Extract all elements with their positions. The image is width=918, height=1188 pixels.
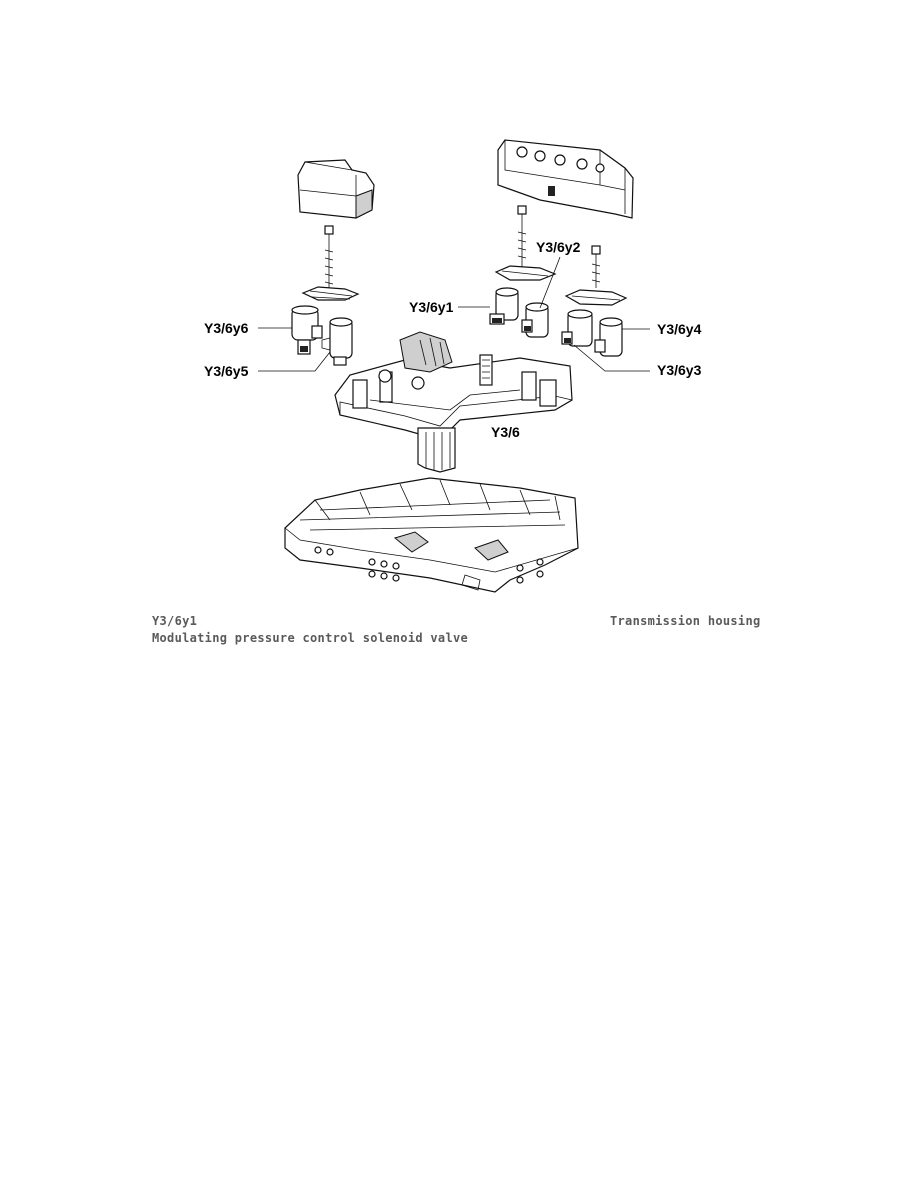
middle-bolt — [517, 205, 527, 268]
right-retaining-clip — [564, 289, 628, 306]
callout-y3: Y3/6y3 — [657, 362, 702, 378]
leader-y2 — [539, 256, 561, 309]
leader-y3 — [573, 344, 650, 372]
left-retaining-clip — [301, 286, 360, 301]
leader-y5 — [258, 351, 331, 372]
solenoid-y1-part — [489, 287, 519, 325]
component-location: Transmission housing — [610, 614, 761, 628]
valve-body-part — [284, 477, 579, 593]
callout-y5: Y3/6y5 — [204, 363, 249, 379]
solenoid-y4-part — [594, 317, 623, 357]
right-cover-part — [497, 139, 634, 219]
leader-lines — [258, 256, 650, 372]
callout-y4: Y3/6y4 — [657, 321, 702, 337]
component-code: Y3/6y1 — [152, 614, 198, 628]
valve-body-drawing: Y3/6y6 Y3/6y5 Y3/6y1 Y3/6y2 Y3/6y4 Y3/6y… — [204, 139, 702, 593]
component-description: Modulating pressure control solenoid val… — [152, 631, 469, 645]
solenoid-y2-part — [521, 302, 549, 338]
middle-retaining-clip — [494, 265, 557, 281]
solenoid-y6-part — [291, 305, 323, 355]
callout-y1: Y3/6y1 — [409, 299, 454, 315]
callout-y6: Y3/6y6 — [204, 320, 249, 336]
exploded-view-diagram: Y3/6y6 Y3/6y5 Y3/6y1 Y3/6y2 Y3/6y4 Y3/6y… — [195, 138, 735, 598]
left-bolt — [324, 225, 334, 290]
right-bolt — [591, 245, 601, 288]
solenoid-y3-part — [561, 309, 593, 347]
control-unit-carrier — [334, 331, 573, 473]
left-cover-part — [297, 159, 375, 219]
callout-y2: Y3/6y2 — [536, 239, 581, 255]
solenoid-y5-part — [321, 317, 353, 366]
callout-main: Y3/6 — [491, 424, 520, 440]
